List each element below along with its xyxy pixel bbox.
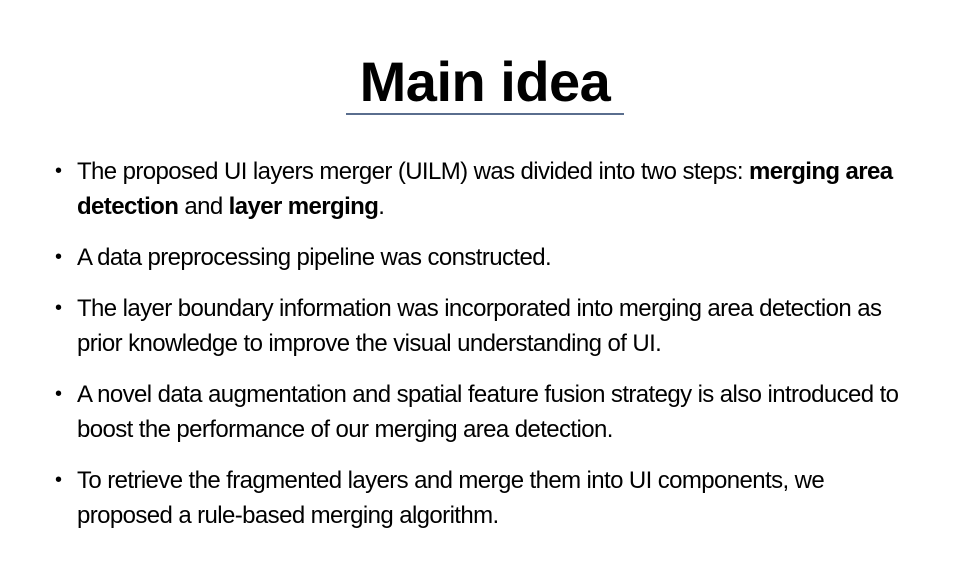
bullet-icon: • [55, 160, 62, 182]
title-underline [346, 113, 624, 115]
bullet-text: The proposed UI layers merger (UILM) was… [77, 158, 749, 185]
bullet-text: . [378, 193, 385, 220]
bullet-text: The layer boundary information was incor… [77, 295, 882, 357]
bold-term: merging area detection [77, 158, 893, 220]
bullet-icon: • [55, 246, 62, 268]
bullet-icon: • [55, 383, 62, 405]
bullet-icon: • [55, 469, 62, 491]
bullet-text: A data preprocessing pipeline was constr… [77, 244, 552, 271]
bullet-item: • To retrieve the fragmented layers and … [52, 463, 912, 533]
bullet-text: A novel data augmentation and spatial fe… [77, 381, 899, 443]
bullet-text: and [178, 193, 229, 220]
bold-term: layer merging [228, 193, 379, 220]
bullet-item: • A novel data augmentation and spatial … [52, 377, 912, 447]
bullet-item: • The proposed UI layers merger (UILM) w… [52, 154, 912, 224]
bullet-icon: • [55, 297, 62, 319]
bullet-item: • The layer boundary information was inc… [52, 291, 912, 361]
bullet-text: To retrieve the fragmented layers and me… [77, 467, 825, 529]
slide-title-container: Main idea [346, 50, 624, 114]
slide-title: Main idea [359, 50, 611, 113]
bullet-list: • The proposed UI layers merger (UILM) w… [52, 154, 912, 549]
bullet-item: • A data preprocessing pipeline was cons… [52, 240, 912, 275]
